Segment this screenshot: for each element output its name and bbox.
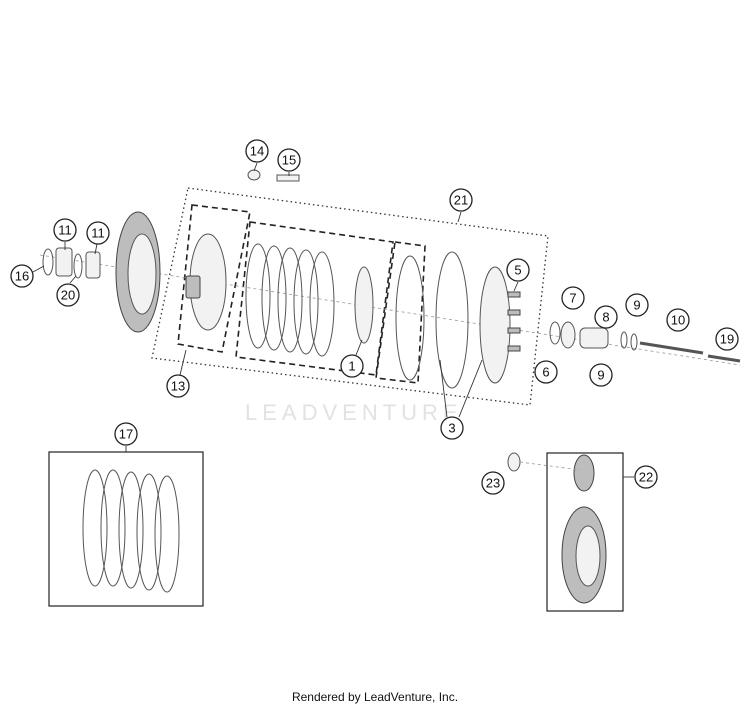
circlip-16 <box>42 248 54 276</box>
primary-gear-hub <box>127 233 157 315</box>
svg-text:10: 10 <box>671 313 685 328</box>
svg-text:8: 8 <box>602 310 609 325</box>
svg-text:17: 17 <box>119 427 133 442</box>
callout-10[interactable]: 10 <box>666 308 690 332</box>
callout-9a[interactable]: 9 <box>625 293 649 317</box>
washer-9a <box>620 331 628 349</box>
svg-text:7: 7 <box>569 291 576 306</box>
nut-14 <box>247 169 261 181</box>
svg-text:6: 6 <box>542 365 549 380</box>
clutch-plate-e <box>309 251 335 357</box>
svg-text:13: 13 <box>171 379 185 394</box>
plate-17e <box>154 475 180 593</box>
leader-11b <box>94 243 98 255</box>
washer-20 <box>73 253 83 279</box>
leader-20 <box>69 275 77 284</box>
callout-14[interactable]: 14 <box>245 139 269 163</box>
group-3-dashed-box <box>375 241 426 384</box>
gear-22-hub <box>575 525 601 587</box>
svg-text:3: 3 <box>448 421 455 436</box>
callout-5[interactable]: 5 <box>506 258 530 282</box>
callout-9b[interactable]: 9 <box>589 363 613 387</box>
callout-13[interactable]: 13 <box>166 374 190 398</box>
axis-22 <box>519 461 581 471</box>
svg-text:15: 15 <box>282 153 296 168</box>
clutch-plate-c <box>277 247 303 353</box>
svg-text:1: 1 <box>348 359 355 374</box>
callout-17[interactable]: 17 <box>114 422 138 446</box>
plate-17a <box>82 469 108 587</box>
leader-14 <box>253 162 258 172</box>
bolt-15 <box>276 174 300 182</box>
bolts-5 <box>507 291 521 352</box>
needle-bearing-11a <box>55 247 73 277</box>
callout-23[interactable]: 23 <box>481 471 505 495</box>
center-axis <box>39 254 741 366</box>
callout-19[interactable]: 19 <box>715 327 739 351</box>
callout-8[interactable]: 8 <box>594 305 618 329</box>
diaphragm-spring <box>354 266 374 344</box>
plate-17c <box>118 471 144 589</box>
svg-text:19: 19 <box>720 332 734 347</box>
svg-text:20: 20 <box>61 288 75 303</box>
svg-text:14: 14 <box>250 144 264 159</box>
callout-15[interactable]: 15 <box>277 148 301 172</box>
svg-text:22: 22 <box>639 470 653 485</box>
washer-9b <box>630 333 638 351</box>
callout-16[interactable]: 16 <box>10 264 34 288</box>
leader-21 <box>457 211 462 223</box>
callout-3[interactable]: 3 <box>440 416 464 440</box>
plate-17b <box>100 469 126 587</box>
svg-text:9: 9 <box>597 368 604 383</box>
callout-7[interactable]: 7 <box>561 286 585 310</box>
callout-11b[interactable]: 11 <box>86 221 110 245</box>
group-22-box <box>546 452 624 612</box>
callout-6[interactable]: 6 <box>534 360 558 384</box>
friction-ring-3 <box>435 251 469 389</box>
footer-credit: Rendered by LeadVenture, Inc. <box>291 690 459 704</box>
svg-text:11: 11 <box>58 223 72 238</box>
leader-16 <box>32 265 45 273</box>
plate-17d <box>136 473 162 591</box>
watermark-text: LEADVENTURE <box>245 400 463 425</box>
bearing-7 <box>560 321 576 349</box>
pin-19 <box>707 354 741 363</box>
leader-1 <box>355 339 363 356</box>
callout-22[interactable]: 22 <box>634 465 658 489</box>
clutch-plate-b <box>261 245 287 351</box>
leader-5 <box>513 281 519 292</box>
leader-3a <box>439 359 448 418</box>
svg-text:11: 11 <box>91 226 105 241</box>
callout-11a[interactable]: 11 <box>53 218 77 242</box>
callout-1[interactable]: 1 <box>340 354 364 378</box>
clutch-plate-d <box>293 249 319 355</box>
inner-hub-shaft <box>185 275 201 299</box>
svg-text:23: 23 <box>486 476 500 491</box>
leader-13 <box>179 349 187 376</box>
group-13-dashed-box <box>177 204 251 353</box>
svg-text:16: 16 <box>15 269 29 284</box>
pressure-plate <box>479 266 511 384</box>
svg-text:5: 5 <box>514 263 521 278</box>
washer-6 <box>549 321 561 345</box>
gear-22-small <box>573 454 595 492</box>
clutch-plate-a <box>245 243 271 349</box>
callout-21[interactable]: 21 <box>449 188 473 212</box>
bushing-23 <box>507 452 521 472</box>
callout-20[interactable]: 20 <box>56 283 80 307</box>
svg-text:21: 21 <box>454 193 468 208</box>
leader-3b <box>458 359 483 418</box>
push-rod-10 <box>639 341 704 355</box>
sleeve-8 <box>579 327 609 349</box>
pressure-ring <box>395 255 425 381</box>
needle-bearing-11b <box>85 251 101 279</box>
group-1-dashed-box <box>235 221 394 376</box>
svg-text:9: 9 <box>633 298 640 313</box>
